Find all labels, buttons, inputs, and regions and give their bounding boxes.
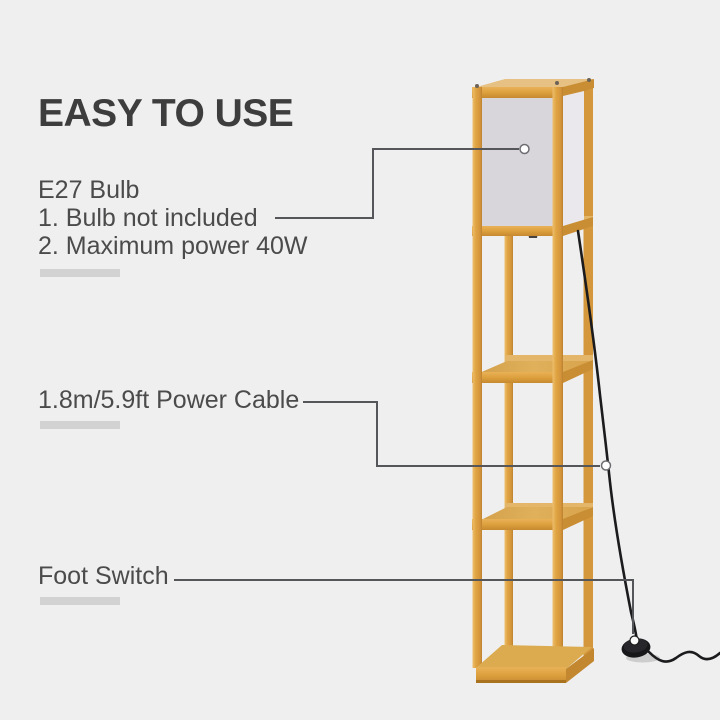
- shade-bottom-side-rail: [563, 217, 593, 236]
- shelf1-front-rail: [472, 372, 563, 383]
- base-front: [476, 667, 566, 683]
- base-front-edge: [476, 680, 566, 683]
- bulb-note-1: 1. Bulb not included: [38, 204, 258, 232]
- lamp-frame: [472, 78, 594, 683]
- front-right-post: [552, 87, 563, 668]
- page-title: EASY TO USE: [38, 92, 294, 136]
- shade-bottom-front-rail: [472, 226, 563, 236]
- base-side: [566, 648, 594, 683]
- front-left-post: [472, 87, 482, 668]
- lamp-base: [476, 645, 594, 683]
- lamp-shade-front: [481, 98, 553, 226]
- screw-knob-icon: [587, 78, 591, 82]
- bulb-callout-line: [275, 148, 519, 219]
- bulb-callout-text: E27 Bulb 1. Bulb not included 2. Maximum…: [38, 176, 308, 260]
- cable-label: 1.8m/5.9ft Power Cable: [38, 386, 300, 414]
- switch-callout-line: [174, 579, 634, 634]
- shelf-1: [472, 360, 593, 383]
- cable-marker-icon: [600, 460, 612, 471]
- lamp-top-surface: [473, 79, 594, 88]
- power-cable: [576, 229, 639, 643]
- bulb-label: E27 Bulb: [38, 176, 140, 204]
- top-side-rail: [563, 79, 594, 98]
- switch-callout-text: Foot Switch: [38, 562, 169, 590]
- bulb-underline-bar: [40, 269, 120, 277]
- pedal-button: [629, 635, 640, 646]
- power-cable-tail: [647, 650, 720, 663]
- cable-callout-line: [303, 401, 600, 467]
- shelf-2: [472, 507, 593, 530]
- shelf1-back-rail: [505, 355, 593, 365]
- shelf2-side-rail: [563, 507, 593, 530]
- foot-pedal: [621, 635, 660, 663]
- screw-knob-icon: [555, 81, 559, 85]
- screw-knob-icon: [475, 84, 479, 88]
- bulb-note-2: 2. Maximum power 40W: [38, 232, 308, 260]
- cable-callout-text: 1.8m/5.9ft Power Cable: [38, 386, 299, 414]
- switch-label: Foot Switch: [38, 562, 169, 590]
- shelf2-front-rail: [472, 519, 563, 530]
- switch-underline-bar: [40, 597, 120, 605]
- lamp-shade-side: [563, 91, 584, 229]
- top-front-rail: [472, 87, 563, 98]
- shelf1-side-rail: [563, 360, 593, 383]
- callout-lines: [174, 143, 634, 634]
- cable-underline-bar: [40, 421, 120, 429]
- base-top: [477, 645, 592, 669]
- bulb-marker-icon: [519, 143, 530, 155]
